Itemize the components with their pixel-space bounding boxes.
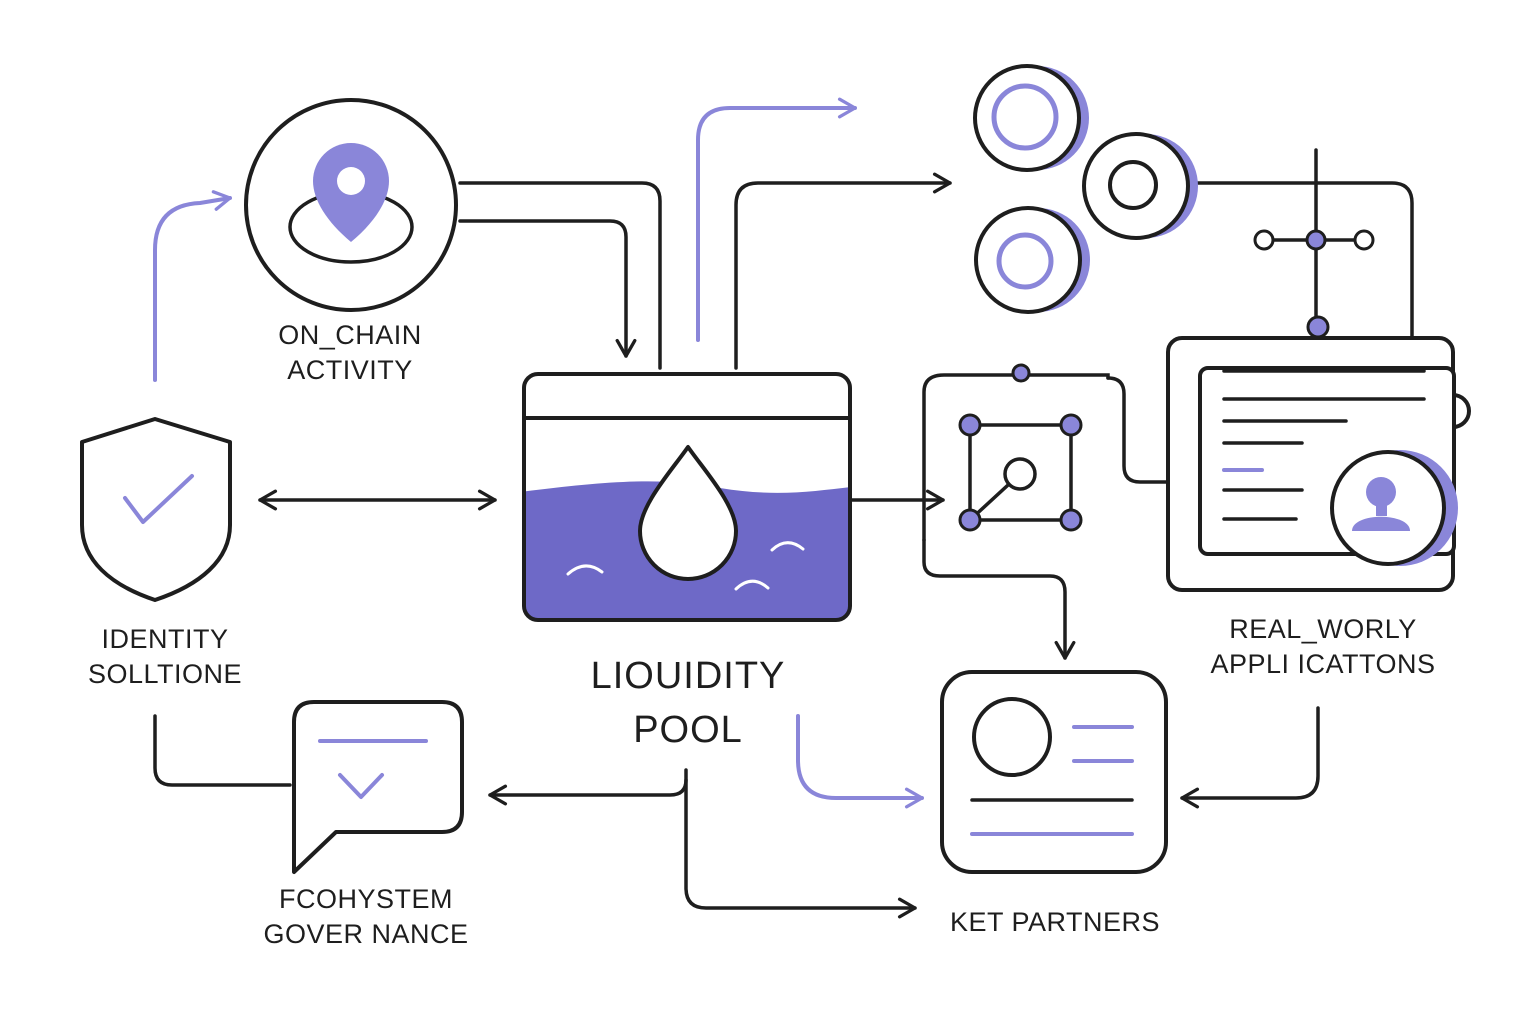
connector-pool-to-partners-accent: [796, 714, 924, 809]
shield-check-icon: [80, 417, 232, 602]
realworld-applications-label: REAL_WORLY APPLI ICATTONS: [1188, 612, 1458, 682]
identity-label-line1: IDENTITY: [101, 624, 229, 654]
profile-card-icon: [940, 670, 1168, 874]
junction-node-icon: [1253, 148, 1375, 339]
coin-stack-icon: [973, 64, 1198, 314]
identity-solutions-label: IDENTITY SOLLTIONE: [40, 622, 290, 692]
id-card-icon: [1166, 336, 1471, 592]
connector-identity-to-onchain: [153, 190, 232, 382]
user-location-icon: [244, 98, 458, 312]
liquidity-label-line2: POOL: [633, 708, 743, 751]
liquidity-label-line1: LIOUIDITY: [590, 655, 786, 697]
node-graph-icon: [922, 363, 1110, 542]
onchain-activity-label: ON_CHAIN ACTIVITY: [230, 318, 470, 388]
onchain-label-line2: ACTIVITY: [287, 355, 413, 386]
governance-label-line2: GOVER NANCE: [263, 919, 469, 950]
identity-label-line2: SOLLTIONE: [87, 659, 243, 690]
connector-tokens-to-realworld: [1194, 181, 1414, 338]
realworld-label-line1: REAL_WORLY: [1229, 614, 1417, 644]
chat-bubble-icon: [292, 700, 464, 874]
realworld-label-line2: APPLI ICATTONS: [1210, 649, 1436, 680]
connector-pool-up: [696, 97, 857, 342]
connector-network-to-realworld: [1106, 376, 1168, 484]
governance-label: FCOHYSTEM GOVER NANCE: [236, 882, 496, 952]
connectors: [153, 97, 1414, 919]
liquidity-pool-label: LIOUIDITY POOL: [548, 650, 828, 758]
onchain-label-line1: ON_CHAIN: [278, 320, 422, 350]
connector-pool-to-partners: [684, 778, 917, 919]
connector-realworld-to-partners: [1180, 706, 1320, 809]
water-drop-tank-icon: [522, 372, 852, 622]
partners-label-text: KET PARTNERS: [949, 907, 1161, 937]
key-partners-label: KET PARTNERS: [920, 905, 1190, 940]
connector-network-to-partners: [922, 538, 1076, 660]
connector-pool-to-tokens: [734, 172, 952, 370]
connector-pool-to-governance: [488, 768, 688, 806]
connector-identity-to-governance: [153, 714, 292, 787]
connector-onchain-to-pool: [458, 219, 637, 358]
governance-label-line1: FCOHYSTEM: [278, 884, 453, 914]
connector-onchain-to-pool-outer: [458, 181, 662, 370]
